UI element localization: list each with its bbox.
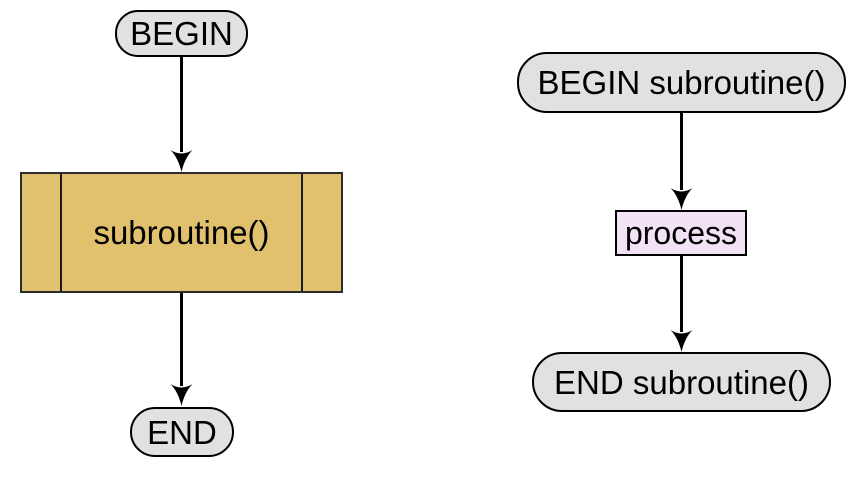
arrow-begin-subroutine-to-process bbox=[670, 113, 693, 210]
predefined-process-node-label: subroutine() bbox=[93, 214, 270, 251]
arrow-process-to-end-subroutine bbox=[670, 255, 693, 352]
arrow-subroutine-to-end bbox=[170, 293, 193, 406]
process-node: process bbox=[615, 210, 747, 256]
process-node-label: process bbox=[624, 215, 738, 251]
terminal-node-begin-label: BEGIN bbox=[130, 15, 233, 52]
terminal-node-end: END bbox=[130, 407, 234, 457]
predefined-process-left-bar bbox=[60, 174, 62, 291]
arrow-begin-to-subroutine bbox=[170, 57, 193, 172]
terminal-node-end-subroutine: END subroutine() bbox=[532, 352, 831, 412]
terminal-node-begin-subroutine: BEGIN subroutine() bbox=[517, 52, 846, 113]
terminal-node-end-subroutine-label: END subroutine() bbox=[554, 363, 809, 401]
terminal-node-begin: BEGIN bbox=[115, 10, 248, 57]
predefined-process-right-bar bbox=[301, 174, 303, 291]
predefined-process-node-subroutine: subroutine() bbox=[20, 172, 343, 293]
terminal-node-begin-subroutine-label: BEGIN subroutine() bbox=[537, 64, 826, 101]
terminal-node-end-label: END bbox=[147, 413, 217, 451]
